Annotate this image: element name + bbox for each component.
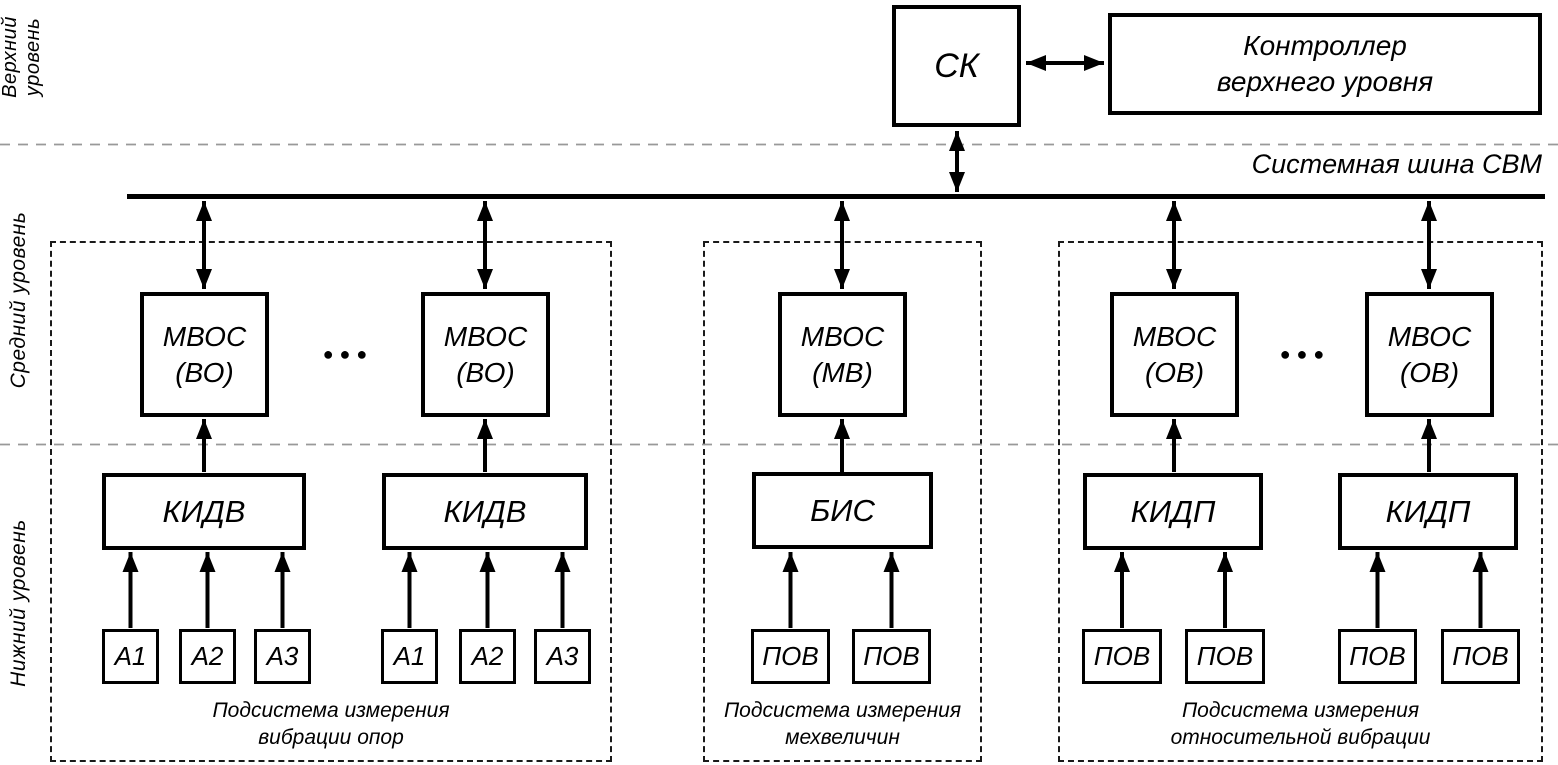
mvos-ov-box-2: МВОС (ОВ) [1365, 292, 1494, 417]
mvos-vo-2-line2: (ВО) [456, 356, 515, 388]
mvos-ov-1-line2: (ОВ) [1144, 356, 1205, 388]
sensor-a2-label: А2 [191, 641, 224, 671]
level-label-upper: Верхний уровень [0, 16, 44, 98]
kidp-box-2: КИДП [1338, 473, 1518, 550]
mvos-mv-line1: МВОС [800, 320, 885, 352]
kidv-box-1: КИДВ [102, 473, 306, 550]
subsystem-1-frame [50, 241, 612, 762]
subsystem-1-caption: Подсистема измерения вибрации опор [50, 697, 612, 752]
controller-box: Контроллер верхнего уровня [1108, 13, 1542, 115]
sensor-pov-box-s3-3: ПОВ [1338, 629, 1417, 684]
subsystem-1-caption-line1: Подсистема измерения [212, 699, 450, 722]
sensor-a3-box-2: А3 [534, 629, 591, 684]
mvos-vo-2-line1: МВОС [443, 320, 528, 352]
subsystem-3-caption-line1: Подсистема измерения [1181, 699, 1420, 722]
sensor-pov-label: ПОВ [1349, 641, 1406, 671]
sensor-a2-box-1: А2 [179, 629, 236, 684]
subsystem-3-frame [1058, 241, 1543, 762]
mvos-vo-1-line2: (ВО) [175, 356, 234, 388]
mvos-mv-line2: (МВ) [812, 356, 873, 388]
sensor-pov-label: ПОВ [863, 641, 920, 671]
ellipsis-dots-2: ●●● [1279, 343, 1331, 364]
subsystem-2-caption-line1: Подсистема измерения [723, 699, 962, 722]
sensor-pov-label: ПОВ [1452, 641, 1509, 671]
sensor-pov-label: ПОВ [1093, 641, 1151, 671]
mvos-vo-box-1: МВОС (ВО) [140, 292, 269, 417]
sensor-pov-box-s3-1: ПОВ [1082, 629, 1162, 684]
sensor-a1-label: А1 [393, 641, 426, 671]
sensor-pov-box-s3-2: ПОВ [1185, 629, 1265, 684]
sensor-a1-box-1: А1 [102, 629, 159, 684]
kidv-1-label: КИДВ [162, 493, 246, 529]
mvos-ov-2-line1: МВОС [1387, 320, 1472, 352]
kidv-box-2: КИДВ [382, 473, 588, 550]
mvos-ov-1-line1: МВОС [1132, 320, 1217, 352]
subsystem-3-caption: Подсистема измерения относительной вибра… [1058, 697, 1543, 752]
subsystem-2-caption: Подсистема измерения мехвеличин [703, 697, 982, 752]
kidp-box-1: КИДП [1083, 473, 1263, 550]
subsystem-1-caption-line2: вибрации опор [258, 726, 404, 750]
sk-box: СК [892, 5, 1021, 127]
bis-label: БИС [810, 492, 875, 528]
sensor-a3-label: А3 [546, 641, 579, 671]
mvos-mv-box: МВОС (МВ) [778, 292, 907, 417]
mvos-vo-1-line1: МВОС [162, 320, 247, 352]
kidv-2-label: КИДВ [443, 493, 527, 529]
subsystem-2-caption-line2: мехвеличин [785, 726, 900, 750]
sensor-a3-box-1: А3 [254, 629, 311, 684]
sensor-pov-box-s2-2: ПОВ [852, 629, 931, 684]
kidp-1-label: КИДП [1130, 493, 1216, 529]
sensor-pov-label: ПОВ [1196, 641, 1254, 671]
bis-box: БИС [752, 472, 933, 549]
controller-label-line2: верхнего уровня [1216, 66, 1434, 97]
sensor-pov-label: ПОВ [762, 641, 819, 671]
sensor-a2-label: А2 [471, 641, 504, 671]
subsystem-3-caption-line2: относительной вибрации [1170, 726, 1431, 750]
sk-label: СК [934, 46, 979, 85]
ellipsis-dots-1: ●●● [322, 343, 374, 364]
level-label-lower: Нижний уровень [6, 519, 30, 687]
mvos-ov-2-line2: (ОВ) [1399, 356, 1460, 388]
sensor-pov-box-s3-4: ПОВ [1441, 629, 1520, 684]
mvos-ov-box-1: МВОС (ОВ) [1110, 292, 1239, 417]
sensor-a3-label: А3 [266, 641, 299, 671]
system-bus-label: Системная шина СВМ [1251, 149, 1542, 179]
controller-label-line1: Контроллер [1243, 30, 1407, 62]
sensor-a1-label: А1 [114, 641, 147, 671]
sensor-a2-box-2: А2 [459, 629, 516, 684]
kidp-2-label: КИДП [1385, 493, 1471, 529]
level-label-middle: Средний уровень [6, 211, 30, 389]
sensor-a1-box-2: А1 [381, 629, 438, 684]
sensor-pov-box-s2-1: ПОВ [751, 629, 830, 684]
mvos-vo-box-2: МВОС (ВО) [421, 292, 550, 417]
